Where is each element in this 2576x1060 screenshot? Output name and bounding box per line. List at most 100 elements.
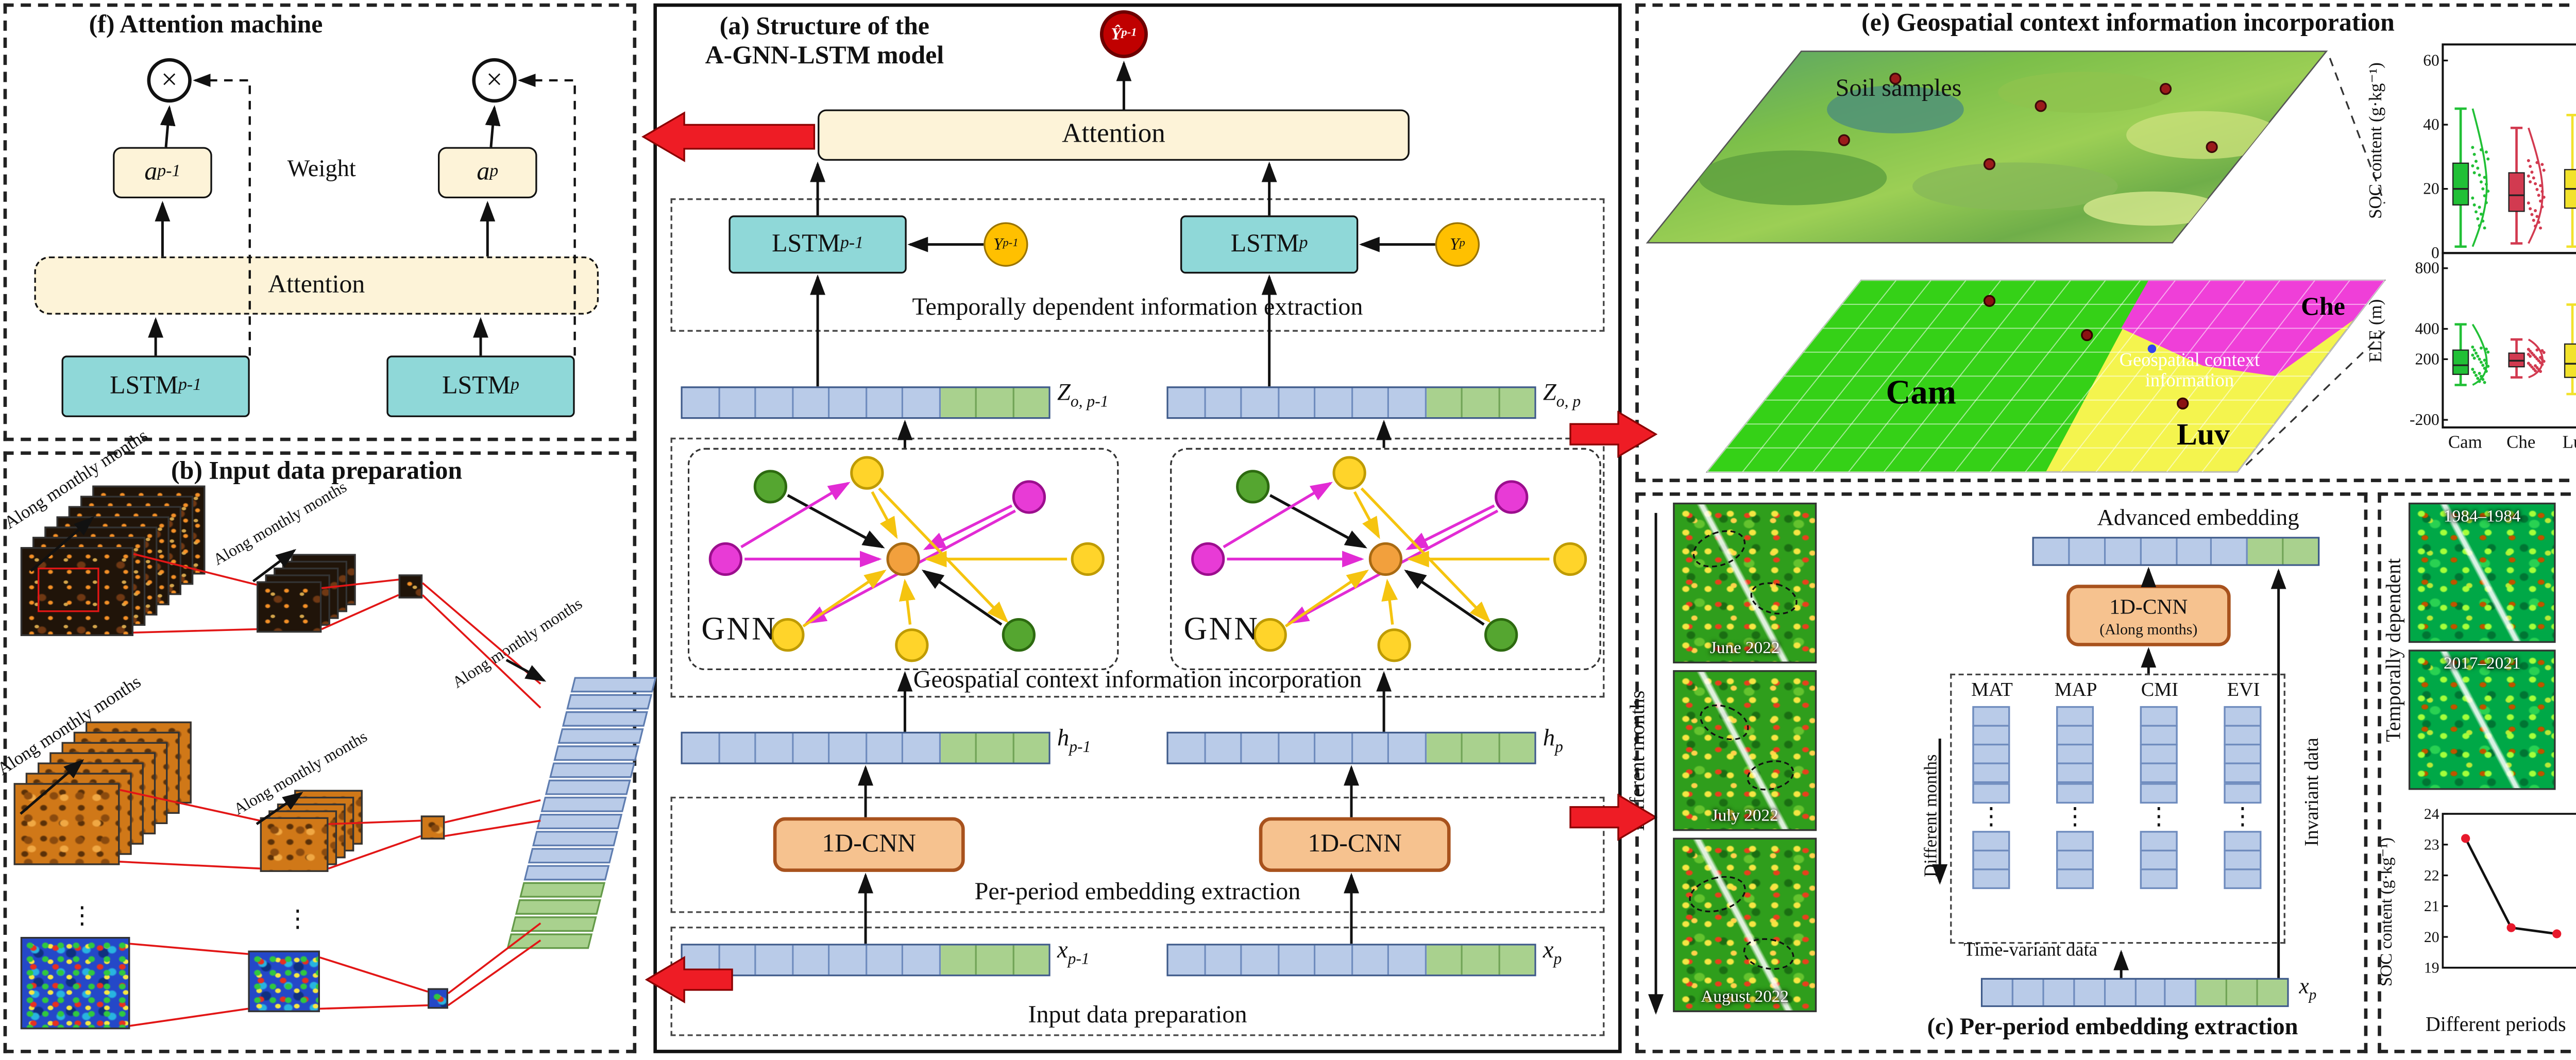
highlight-ellipse xyxy=(1740,934,1797,974)
che-label: Che xyxy=(2301,292,2345,320)
svg-text:400: 400 xyxy=(2415,319,2439,337)
highlight-ellipse xyxy=(1694,697,1754,747)
projection-line xyxy=(2245,331,2385,466)
attention-label: Attention xyxy=(1062,119,1165,149)
landcover-image-stack-small xyxy=(260,790,363,872)
y-label: Y xyxy=(993,235,1003,254)
weight-label: Weight xyxy=(287,157,356,183)
xp-input-bar xyxy=(1980,978,2289,1007)
pixel-vector-sample-noise xyxy=(428,988,448,1009)
covariate-column-cmi: ⋮ xyxy=(2140,706,2178,889)
col-header-mat: MAT xyxy=(1971,680,2013,701)
x-prev-label: xp-1 xyxy=(1057,938,1090,968)
panel-a-title-line2: A-GNN-LSTM model xyxy=(705,42,944,71)
gnn-label: GNN xyxy=(701,612,777,648)
panel-e-title: (e) Geospatial context information incor… xyxy=(1861,10,2395,38)
cnn-label: 1D-CNN xyxy=(1308,830,1402,858)
cnn-sublabel: (Along months) xyxy=(2099,620,2198,637)
geo-context-label-1: Geospatial context xyxy=(2120,349,2260,370)
svg-text:20: 20 xyxy=(2423,180,2439,198)
temporally-dependent-label: Temporally dependent xyxy=(2381,558,2405,742)
z-prev-label: Zo, p-1 xyxy=(1057,381,1109,411)
covariate-table-box xyxy=(1950,673,2285,944)
y-label: Y xyxy=(1450,235,1460,254)
period-image-2017: 2017–2021 xyxy=(2408,649,2556,790)
z-symbol: Z xyxy=(1543,381,1556,407)
svg-text:200: 200 xyxy=(2415,350,2439,368)
lstm-label: LSTM xyxy=(772,230,840,258)
geospatial-section-box xyxy=(670,437,1605,698)
ele-ylabel: ELE (m) xyxy=(2367,298,2386,362)
h-cur-embedding-bar xyxy=(1166,731,1536,764)
panel-a-title: (a) Structure of the A-GNN-LSTM model xyxy=(671,14,979,72)
a-label: a xyxy=(144,158,158,186)
svg-text:0: 0 xyxy=(2431,244,2439,262)
attention-layer-box: Attention xyxy=(34,256,599,315)
night-image-stack-small xyxy=(257,554,356,633)
cnn-cur-box: 1D-CNN xyxy=(1259,817,1451,872)
attention-label: Attention xyxy=(268,271,365,299)
input-caption: Input data preparation xyxy=(1028,1002,1247,1030)
landcover-image-stack xyxy=(13,721,192,865)
x-cur-sub: p xyxy=(1553,952,1562,969)
gnn-label: GNN xyxy=(1183,612,1260,648)
covariate-column-mat: ⋮ xyxy=(1972,706,2010,889)
x-symbol: x xyxy=(1057,938,1068,965)
a-label: a xyxy=(477,158,490,186)
col-header-cmi: CMI xyxy=(2141,680,2178,701)
map-texture xyxy=(1699,72,2280,226)
month-image-label: June 2022 xyxy=(1709,639,1780,658)
panel-a-title-line1: (a) Structure of the xyxy=(719,13,929,41)
lstm-label: LSTM xyxy=(1230,230,1299,258)
month-image-label: July 2022 xyxy=(1711,807,1778,826)
night-image-stack xyxy=(20,485,206,636)
highlight-ellipse xyxy=(1687,523,1751,574)
vertical-ellipsis: ⋮ xyxy=(2063,804,2087,830)
z-prev-sub: o, p-1 xyxy=(1070,395,1109,412)
month-image-june: June 2022 xyxy=(1673,502,1817,663)
pixel-vector-sample-landcover xyxy=(420,815,445,840)
projection-line xyxy=(2329,58,2386,204)
cam-label: Cam xyxy=(1886,373,1956,411)
h-prev-embedding-bar xyxy=(681,731,1050,764)
svg-text:800: 800 xyxy=(2415,259,2439,277)
period-image-label: 2017–2021 xyxy=(2444,655,2521,674)
time-variant-label: Time-variant data xyxy=(1963,940,2097,961)
multiply-icon: × xyxy=(472,58,517,103)
yhat-label: Ŷ xyxy=(1111,25,1122,44)
soil-sample-dots xyxy=(1838,73,2218,170)
table-months-label: Different months xyxy=(1923,755,1942,878)
cnn-along-months-box: 1D-CNN (Along months) xyxy=(2066,585,2231,646)
cnn-label: 1D-CNN xyxy=(822,830,917,858)
different-months-label: Different months xyxy=(1625,690,1649,831)
roi-red-box xyxy=(38,568,99,612)
month-image-august: August 2022 xyxy=(1673,837,1817,1013)
h-prev-sub: p-1 xyxy=(1069,740,1091,757)
col-header-map: MAP xyxy=(2054,680,2097,701)
svg-text:Luv: Luv xyxy=(2563,432,2576,452)
svg-text:19: 19 xyxy=(2424,960,2439,977)
highlight-ellipse xyxy=(1685,870,1750,918)
panel-f-title: (f) Attention machine xyxy=(89,12,323,40)
temporal-caption: Temporally dependent information extract… xyxy=(912,294,1363,322)
multiply-icon: × xyxy=(147,58,192,103)
z-cur-embedding-bar xyxy=(1166,386,1536,419)
per-period-section-box xyxy=(670,796,1605,913)
svg-text:Che: Che xyxy=(2506,432,2535,452)
vertical-ellipsis: ⋮ xyxy=(1979,804,2004,830)
x-symbol: x xyxy=(2299,972,2309,999)
h-cur-sub: p xyxy=(1555,740,1563,757)
z-cur-label: Zo, p xyxy=(1543,381,1581,411)
invariant-data-label: Invariant data xyxy=(2302,737,2323,846)
z-prev-embedding-bar xyxy=(681,386,1050,419)
